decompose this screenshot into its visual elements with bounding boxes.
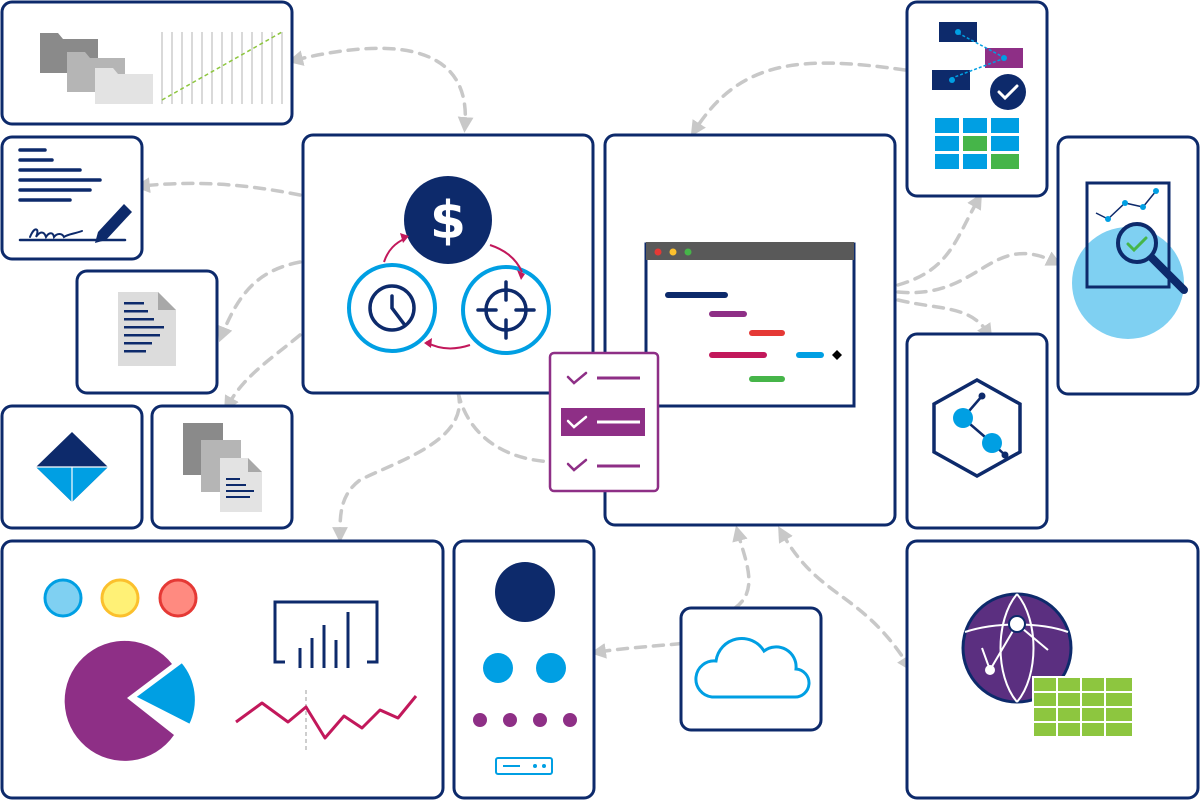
panel-signed-document — [0, 135, 144, 261]
connector-gantt-network — [896, 298, 993, 340]
connector-cost-copies — [224, 333, 302, 412]
dollar-cycle-icon: $ — [347, 176, 551, 355]
workflow-icon — [932, 22, 1026, 169]
document-copies-icon — [183, 423, 262, 512]
connector-gantt-analysis — [896, 251, 1063, 295]
panel-analysis — [1056, 135, 1200, 396]
folder-stack-icon — [40, 33, 153, 104]
panel-copies — [150, 404, 294, 530]
connector-gantt-workflow — [896, 193, 982, 287]
panel-cloud — [679, 606, 823, 732]
bar-chart-icon — [273, 600, 379, 668]
checklist-icon — [561, 371, 645, 472]
panel-workflow-grid — [905, 0, 1049, 198]
connector-cost-checklist — [456, 390, 592, 464]
dollar-icon — [404, 176, 492, 264]
document-icon — [118, 292, 176, 366]
connector-cost-charts — [332, 390, 462, 543]
dollar-symbol: $ — [430, 191, 466, 251]
target-icon — [461, 265, 551, 355]
panel-global-data — [905, 539, 1200, 800]
panel-cost-time-target: $ — [301, 133, 595, 395]
panel-gantt-schedule — [603, 133, 897, 527]
line-chart-icon — [235, 695, 418, 740]
panel-network-hexagon — [905, 332, 1049, 530]
hexagon-network-icon — [932, 377, 1022, 479]
connector-cloud-gantt — [732, 525, 751, 610]
gantt-window-icon — [644, 242, 856, 408]
panel-charts-dashboard — [0, 539, 445, 800]
connector-cost-signature — [134, 177, 302, 197]
signature-icon — [18, 148, 132, 243]
connectors — [134, 46, 1063, 672]
connector-workflow-gantt — [690, 61, 907, 137]
connector-cost-document — [217, 260, 302, 343]
grid-table-icon — [935, 118, 1019, 169]
pie-bar-line-icon — [43, 578, 418, 761]
bar-trend-icon — [161, 31, 283, 104]
pie-chart-icon — [64, 640, 174, 761]
people-dots-icon — [473, 562, 577, 775]
panel-document — [75, 269, 219, 395]
magnifier-chart-icon — [1072, 181, 1188, 339]
panel-team-org — [452, 539, 596, 800]
panel-diamond-logo — [0, 404, 144, 530]
spreadsheet-icon — [1032, 676, 1134, 738]
globe-table-icon — [961, 592, 1134, 738]
connector-gantt-globe — [778, 526, 913, 672]
server-icon — [495, 757, 553, 775]
cloud-icon — [694, 637, 811, 699]
connector-folders-cost — [287, 46, 474, 133]
panel-data-folders — [0, 0, 294, 126]
check-circle-icon — [990, 74, 1026, 110]
diamond-icon — [36, 432, 108, 502]
panel-checklist — [548, 351, 660, 493]
